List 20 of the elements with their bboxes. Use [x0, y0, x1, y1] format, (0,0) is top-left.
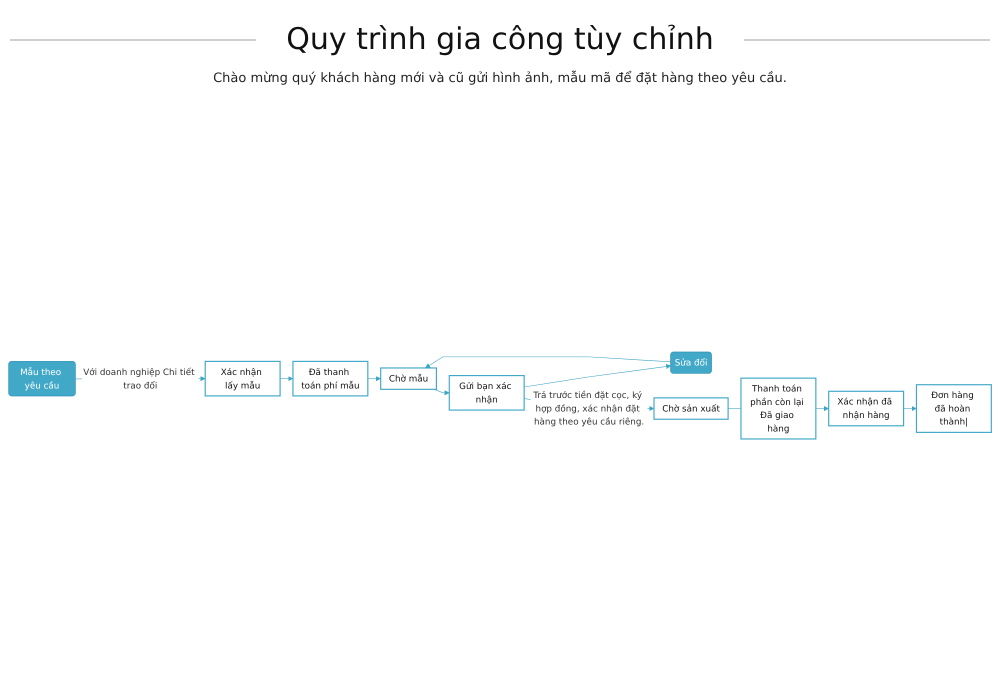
intro-note: Chào mừng quý khách hàng mới và cũ gửi hình ảnh, mẫu mã để đặt hàng theo yêu cầu. — [213, 71, 787, 86]
node-box: Chờ mẫu — [380, 367, 437, 390]
connector — [728, 408, 742, 409]
node-box: Đã thanh toán phí mẫu — [292, 360, 368, 396]
arrow — [434, 389, 450, 396]
node-box: Xác nhận đã nhận hàng — [828, 390, 904, 426]
arrow — [368, 376, 381, 382]
arrow — [280, 376, 294, 382]
node-box: Thanh toán phần còn lại Đã giao hàng — [740, 378, 816, 440]
edge-label: Với doanh nghiệp Chi tiết trao đổi — [83, 366, 195, 390]
node-box: Gửi bạn xác nhận — [448, 375, 525, 411]
arrow — [524, 364, 672, 388]
node-box: Chờ sản xuất — [653, 397, 729, 420]
edge-label: Trả trước tiền đặt cọc, ký hợp đồng, xác nhận đặt hàng theo yêu cầu riêng. — [533, 390, 644, 427]
diagram-title: Quy trình gia công tùy chỉnh — [286, 22, 714, 57]
arrow — [903, 406, 917, 412]
arrow — [425, 356, 672, 368]
node-box: Đơn hàng đã hoàn thành| — [916, 384, 992, 433]
node-box: Xác nhận lấy mẫu — [204, 360, 281, 396]
arrow — [816, 406, 829, 412]
